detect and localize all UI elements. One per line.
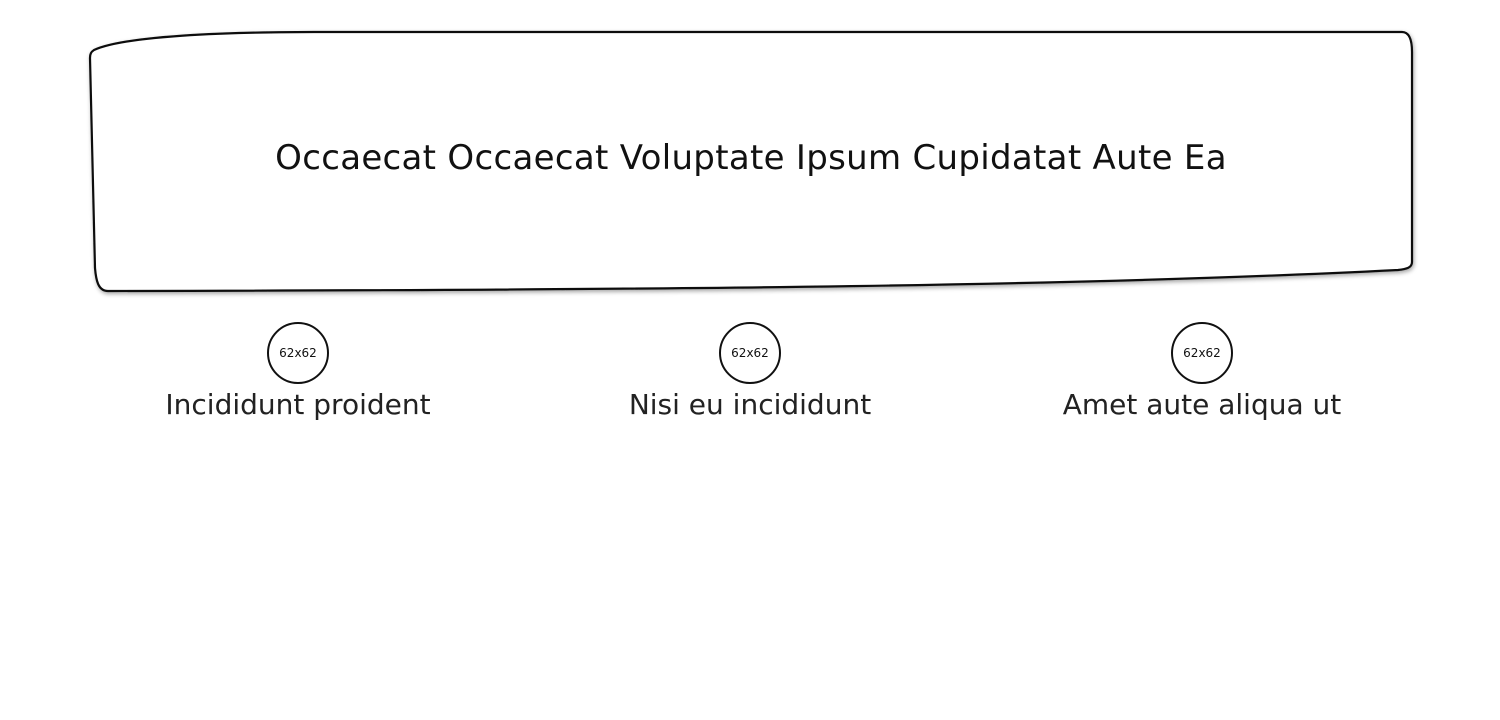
image-placeholder: 62x62 [267,322,329,384]
feature-label: Incididunt proident [165,388,431,421]
hero-sketch-border [88,30,1414,293]
feature-item: 62x62 Amet aute aliqua ut [992,322,1412,421]
feature-item: 62x62 Nisi eu incididunt [540,322,960,421]
feature-label: Amet aute aliqua ut [1062,388,1342,421]
image-placeholder: 62x62 [1171,322,1233,384]
hero-banner: Occaecat Occaecat Voluptate Ipsum Cupida… [84,28,1418,296]
feature-item: 62x62 Incididunt proident [88,322,508,421]
feature-label: Nisi eu incididunt [628,388,872,421]
hero-title: Occaecat Occaecat Voluptate Ipsum Cupida… [275,138,1227,178]
image-placeholder: 62x62 [719,322,781,384]
feature-row: 62x62 Incididunt proident 62x62 Nisi eu … [0,322,1500,432]
